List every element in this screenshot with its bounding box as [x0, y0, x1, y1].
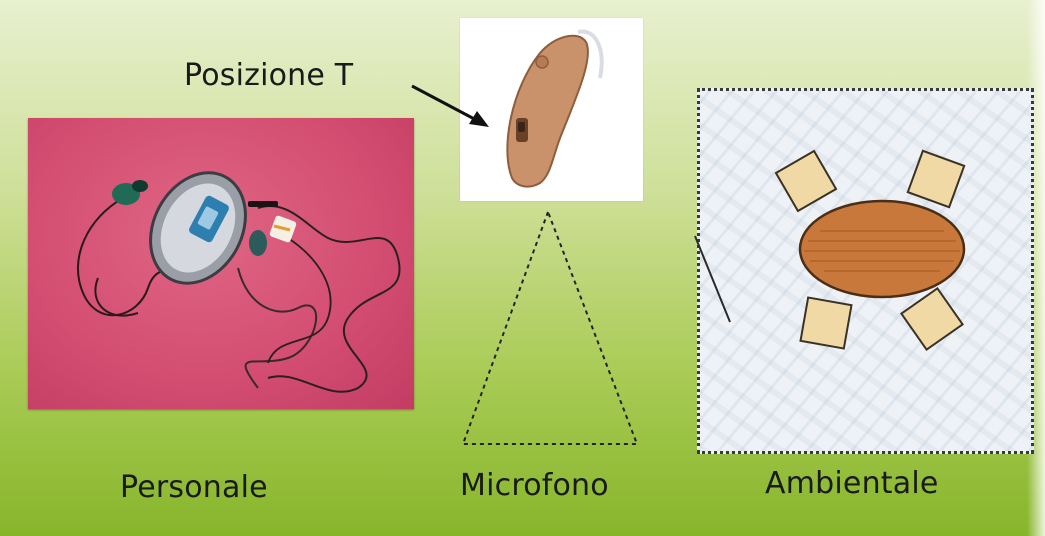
ambient-label: Ambientale — [765, 466, 939, 501]
microphone-label: Microfono — [460, 468, 609, 503]
arrow-icon — [412, 86, 489, 127]
induction-loop-wire — [695, 236, 730, 322]
microphone-pickup-triangle — [463, 212, 637, 444]
personal-label: Personale — [120, 470, 268, 505]
telecoil-position-label: Posizione T — [184, 58, 353, 93]
